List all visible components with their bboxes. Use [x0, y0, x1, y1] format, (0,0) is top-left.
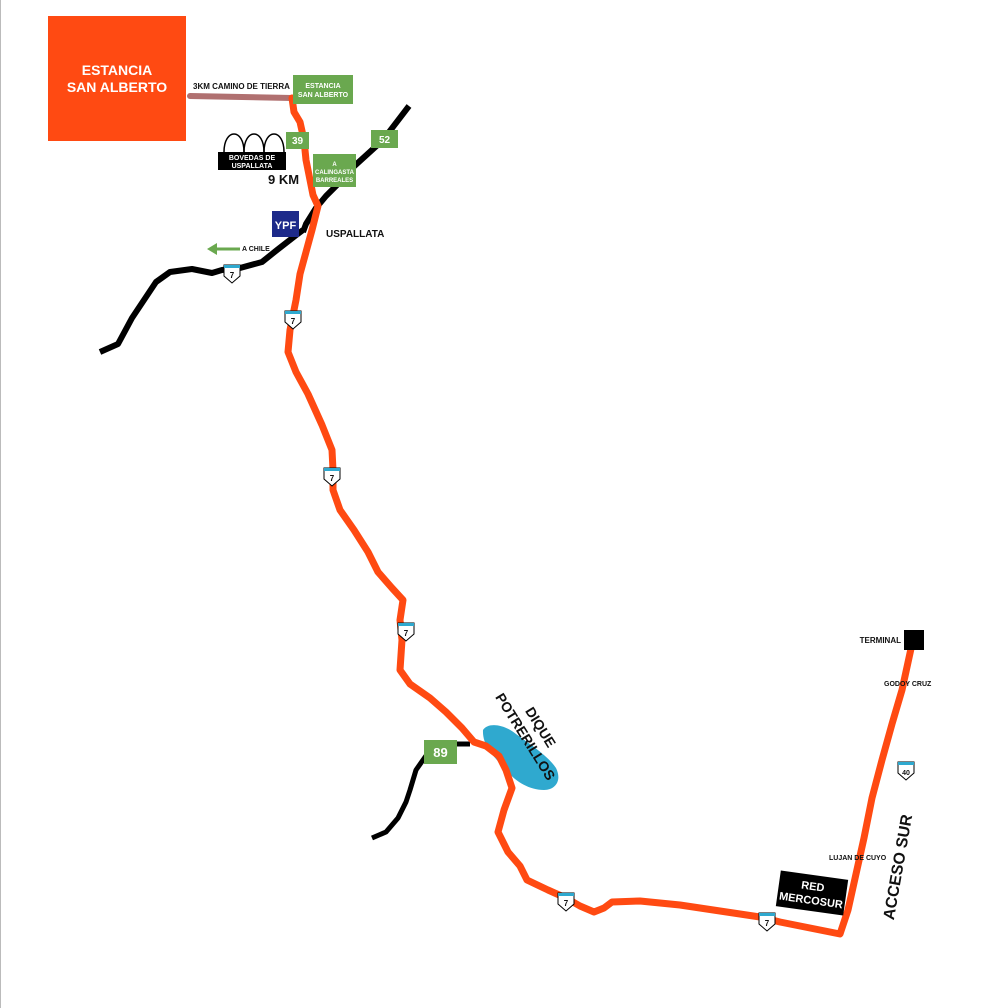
main-route [284, 94, 916, 938]
sign-estancia-line2: SAN ALBERTO [298, 92, 349, 99]
sign-route-39 [286, 132, 309, 149]
ypf-label: YPF [275, 220, 297, 232]
ruta7-shield-5-label: 7 [564, 899, 569, 908]
red-mercosur-box: RED MERCOSUR [775, 870, 849, 916]
ruta7-shield-4: 7 [397, 622, 415, 642]
label-a-chile: A CHILE [242, 246, 270, 253]
estancia-box-line1: ESTANCIA [82, 62, 153, 78]
ruta7-shield-1: 7 [223, 264, 241, 284]
sign-route-52-label: 52 [379, 135, 391, 146]
terminal-marker [904, 630, 924, 650]
ruta7-shield-5: 7 [557, 892, 575, 912]
distance-label: 9 KM [268, 172, 299, 187]
sign-route-39-label: 39 [292, 136, 304, 147]
lake-potrerillos [482, 725, 559, 790]
ruta7-shield-6: 7 [758, 912, 776, 932]
estancia-box-line2: SAN ALBERTO [67, 79, 167, 95]
acceso-sur-label: ACCESO SUR [881, 813, 916, 921]
ruta40-shield-label: 40 [902, 770, 910, 777]
ruta40-shield: 40 [897, 761, 915, 781]
arrow-left-icon [207, 243, 240, 255]
sign-route-89 [424, 740, 457, 764]
road-to-chile [98, 227, 305, 355]
town-lujan-de-cuyo: LUJAN DE CUYO [829, 855, 887, 862]
sign-route-89-label: 89 [433, 745, 447, 760]
town-uspallata: USPALLATA [326, 229, 384, 240]
sign-calingasta-line1: A [332, 162, 337, 168]
town-terminal: TERMINAL [860, 636, 901, 645]
ruta7-shield-3-label: 7 [330, 474, 335, 483]
bovedas-label-box [218, 152, 286, 170]
ruta7-shield-2: 7 [284, 310, 302, 330]
red-mercosur-line1: RED [800, 880, 825, 895]
dirt-road-label: 3KM CAMINO DE TIERRA [193, 82, 290, 91]
dirt-road [187, 93, 295, 101]
bovedas-line2: USPALLATA [232, 163, 273, 170]
sign-estancia-line1: ESTANCIA [305, 83, 340, 90]
ruta7-shield-6-label: 7 [765, 919, 770, 928]
sign-calingasta-line3: BARREALES [316, 178, 353, 184]
ruta7-shield-4-label: 7 [404, 629, 409, 638]
sign-calingasta-line2: CALINGASTA [315, 170, 355, 176]
ruta7-shield-2-label: 7 [291, 317, 296, 326]
sign-estancia [293, 75, 353, 104]
ypf-box [272, 211, 299, 237]
ruta7-shield-3: 7 [323, 467, 341, 487]
sign-route-52 [371, 130, 398, 148]
sign-calingasta [313, 154, 356, 187]
ruta7-shield-1-label: 7 [230, 271, 235, 280]
bovedas-line1: BOVEDAS DE [229, 155, 276, 162]
estancia-box [48, 16, 186, 141]
town-godoy-cruz: GODOY CRUZ [884, 681, 932, 688]
bovedas-icon [223, 133, 285, 153]
